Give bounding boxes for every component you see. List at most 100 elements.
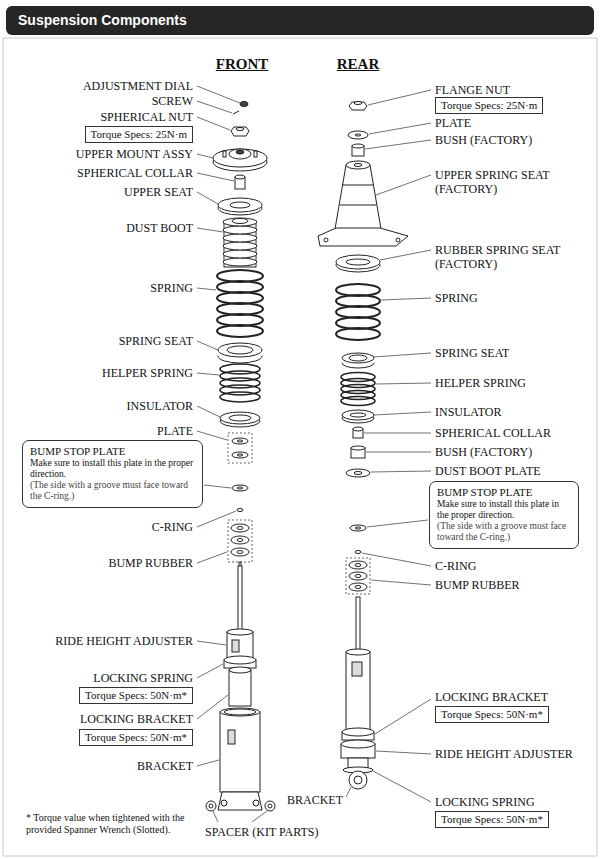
part-label: C-RING — [435, 559, 476, 573]
front-part — [217, 325, 263, 337]
front-part — [254, 151, 257, 157]
note-text: (The side with a groove must face toward… — [437, 521, 571, 543]
front-part — [232, 640, 239, 652]
leader-lines — [197, 86, 431, 822]
part-label: DUST BOOT PLATE — [435, 464, 541, 478]
front-part — [218, 343, 262, 357]
part-label: PLATE — [157, 424, 193, 438]
leader-line — [376, 751, 431, 754]
front-part — [230, 202, 250, 208]
front-part — [232, 219, 248, 224]
leader-line — [197, 101, 232, 113]
part-label: HELPER SPRING — [102, 366, 193, 380]
note-text: Make sure to install this plate in the p… — [30, 458, 195, 480]
front-part — [224, 709, 256, 715]
rear-part — [318, 228, 408, 246]
part-label: UPPER SEAT — [124, 185, 193, 199]
leader-line — [197, 288, 216, 290]
part-label: SPRING SEAT — [119, 334, 193, 348]
part-label: LOCKING BRACKET — [435, 690, 548, 704]
rear-part — [355, 564, 361, 567]
leader-line — [371, 580, 431, 585]
front-part — [229, 415, 251, 421]
torque-spec-box: Torque Specs: 50N·m* — [79, 729, 193, 746]
rear-part — [340, 205, 376, 206]
rear-part — [355, 134, 361, 136]
leader-line — [197, 228, 223, 232]
rear-part — [336, 284, 380, 340]
rear-part — [353, 427, 363, 431]
leader-line — [204, 485, 231, 488]
torque-spec: Torque Specs: 50N·m* — [85, 689, 187, 702]
front-part — [237, 454, 243, 456]
rear-part — [356, 597, 360, 653]
column-heading: REAR — [313, 55, 403, 73]
front-part — [223, 226, 257, 234]
torque-spec: Torque Specs: 50N·m* — [441, 708, 543, 721]
rear-part — [355, 551, 361, 554]
rear-part — [342, 728, 374, 736]
leader-line — [197, 641, 226, 645]
front-part — [223, 258, 257, 266]
leader-line — [371, 471, 431, 472]
part-label: HELPER SPRING — [435, 376, 526, 390]
leader-line — [380, 250, 431, 260]
leader-line — [197, 511, 236, 527]
leader-line — [197, 341, 218, 350]
leader-line — [346, 787, 351, 797]
leader-line — [197, 86, 240, 103]
front-part — [227, 629, 253, 635]
part-label: SPRING — [150, 281, 193, 295]
front-part — [223, 250, 257, 258]
leader-line — [197, 431, 227, 440]
leader-line — [373, 353, 431, 357]
front-part — [231, 548, 249, 556]
torque-spec: Torque Specs: 25N·m — [91, 128, 187, 141]
rear-part — [342, 410, 374, 420]
rear-part — [354, 102, 362, 105]
leader-line — [381, 298, 431, 300]
rear-part — [354, 776, 362, 784]
rear-part — [346, 161, 370, 169]
part-label: LOCKING BRACKET — [80, 712, 193, 726]
front-part — [220, 708, 260, 716]
rear-part — [355, 575, 361, 578]
rear-part — [355, 586, 361, 589]
rear-part — [350, 525, 366, 531]
title-text: Suspension Components — [6, 6, 594, 35]
front-part — [218, 792, 262, 810]
leader-line — [373, 771, 431, 802]
rear-part — [341, 740, 375, 748]
rear-part — [350, 413, 366, 417]
front-part — [221, 800, 227, 806]
front-part — [236, 150, 244, 154]
front-part — [240, 102, 248, 107]
note-text: (The side with a groove must face toward… — [30, 480, 195, 502]
rear-parts — [318, 102, 408, 790]
front-part — [223, 234, 257, 242]
leader-line — [197, 552, 227, 563]
leader-line — [375, 699, 431, 734]
rear-part — [352, 144, 364, 148]
front-part — [237, 551, 243, 554]
part-label: LOCKING SPRING — [93, 671, 193, 685]
rear-part — [349, 561, 367, 569]
front-part — [232, 438, 248, 444]
leader-line — [197, 173, 234, 181]
rear-part — [336, 328, 380, 340]
front-part — [220, 364, 260, 402]
rear-part — [354, 472, 362, 475]
front-part — [220, 412, 260, 424]
front-part — [237, 440, 243, 442]
leader-line — [197, 373, 219, 375]
front-part — [217, 270, 263, 337]
leader-line — [376, 383, 431, 384]
front-part — [235, 175, 245, 179]
front-part — [209, 804, 213, 808]
title-bar: Suspension Components — [6, 6, 594, 35]
rear-part — [354, 164, 362, 167]
rear-part — [324, 238, 328, 242]
part-label: RUBBER SPRING SEAT (FACTORY) — [435, 243, 590, 271]
rear-part — [346, 259, 370, 265]
leader-line — [364, 433, 431, 434]
